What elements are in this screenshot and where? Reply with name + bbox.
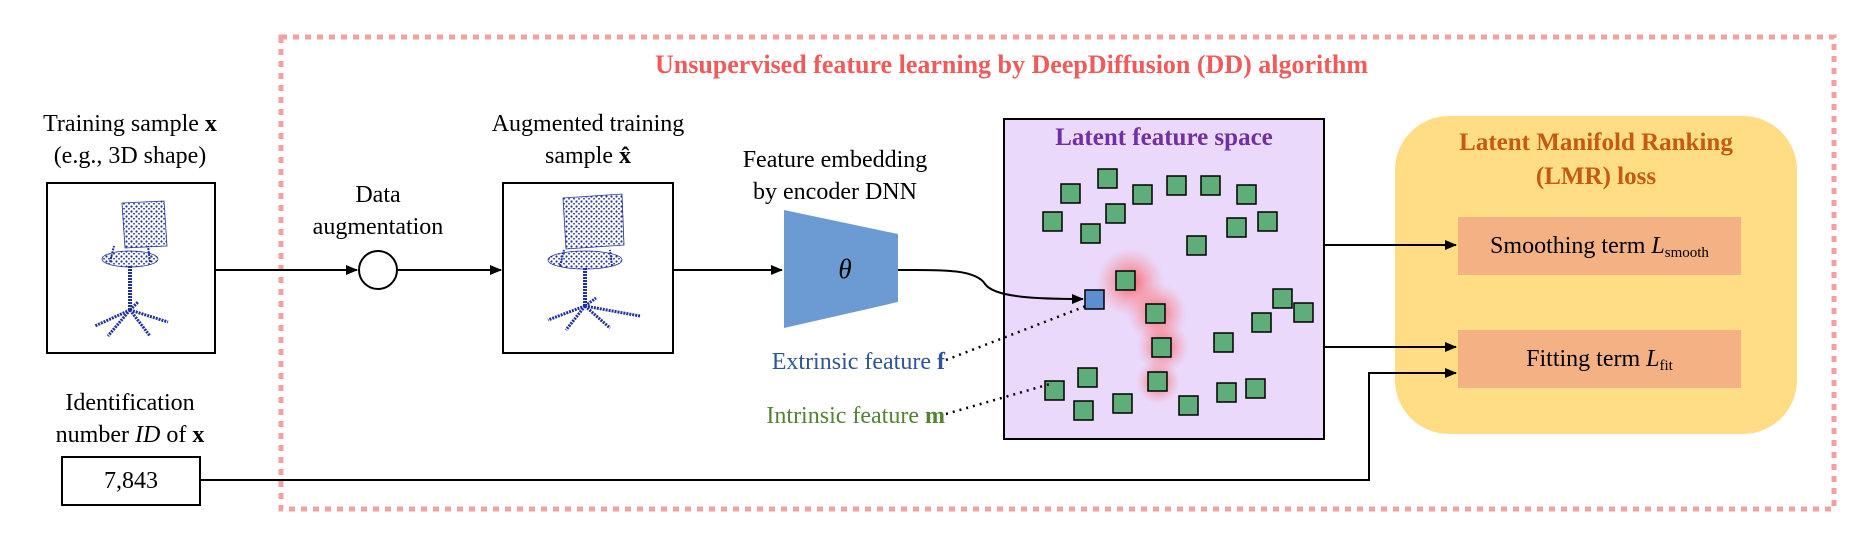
feature-square-icon bbox=[1042, 211, 1063, 232]
training-sample-text: Training sample bbox=[43, 111, 205, 137]
feature-square-icon bbox=[1060, 183, 1081, 204]
feature-square-icon bbox=[1178, 395, 1199, 416]
augmented-chair-point-cloud-icon bbox=[547, 193, 641, 331]
feature-square-icon bbox=[1115, 270, 1136, 291]
chair-point-cloud-icon bbox=[94, 200, 169, 337]
feature-square-icon bbox=[1251, 312, 1272, 333]
main-title: Unsupervised feature learning by DeepDif… bbox=[654, 50, 1369, 79]
lmr-title: Latent Manifold Ranking (LMR) loss bbox=[1395, 126, 1797, 194]
feature-square-icon bbox=[1213, 332, 1234, 353]
fitting-term-label: Fitting term Lfit bbox=[1458, 336, 1741, 389]
intrinsic-feature-squares bbox=[1042, 168, 1314, 421]
feature-square-icon bbox=[1293, 302, 1314, 323]
intrinsic-feature-var: m bbox=[925, 403, 945, 429]
feature-square-icon bbox=[1112, 393, 1133, 414]
smoothing-term-sub: smooth bbox=[1664, 245, 1709, 261]
identification-line1: Identification bbox=[65, 390, 195, 416]
feature-embedding-label: Feature embedding by encoder DNN bbox=[720, 144, 950, 208]
smoothing-term-L: L bbox=[1651, 233, 1665, 259]
lmr-title-line2: (LMR) loss bbox=[1535, 163, 1657, 190]
identification-var: x bbox=[192, 422, 205, 448]
training-sample-var: x bbox=[204, 111, 217, 137]
lmr-title-line1: Latent Manifold Ranking bbox=[1459, 129, 1733, 156]
feature-square-icon bbox=[1077, 367, 1098, 388]
feature-embedding-line2: by encoder DNN bbox=[753, 179, 917, 205]
feature-square-icon bbox=[1147, 371, 1168, 392]
smoothing-term-text: Smoothing term bbox=[1490, 233, 1652, 259]
feature-square-icon bbox=[1216, 382, 1237, 403]
feature-square-icon bbox=[1226, 217, 1247, 238]
arrow-encoder-to-latent bbox=[897, 268, 1084, 304]
data-augmentation-line1: Data bbox=[355, 182, 401, 208]
feature-embedding-line1: Feature embedding bbox=[742, 147, 928, 173]
augmentation-circle-icon bbox=[358, 250, 398, 290]
feature-square-icon bbox=[1257, 211, 1278, 232]
feature-square-icon bbox=[1245, 378, 1266, 399]
feature-square-icon bbox=[1236, 184, 1257, 205]
identification-of: of bbox=[160, 422, 193, 448]
feature-square-icon bbox=[1044, 380, 1065, 401]
encoder-trapezoid-icon bbox=[784, 210, 898, 328]
identification-id: ID bbox=[134, 422, 161, 448]
feature-square-icon bbox=[1166, 175, 1187, 196]
arrow-id-to-fitting bbox=[200, 368, 1457, 481]
identification-number-text: number bbox=[55, 422, 135, 448]
augmented-sample-var: x̂ bbox=[618, 143, 631, 169]
fitting-term-sub: fit bbox=[1659, 358, 1673, 374]
intrinsic-feature-label: Intrinsic feature m bbox=[715, 400, 945, 432]
feature-square-icon bbox=[1097, 168, 1118, 189]
augmented-sample-label: Augmented training sample x̂ bbox=[463, 108, 713, 172]
extrinsic-feature-text: Extrinsic feature bbox=[771, 349, 937, 375]
latent-space-title: Latent feature space bbox=[1055, 124, 1273, 151]
id-value: 7,843 bbox=[104, 468, 158, 494]
extrinsic-feature-var: f bbox=[937, 349, 945, 375]
augmented-sample-line1: Augmented training bbox=[491, 111, 685, 137]
fitting-term-L: L bbox=[1646, 346, 1660, 372]
feature-square-icon bbox=[1105, 203, 1126, 224]
identification-label: Identification number ID of x bbox=[20, 387, 240, 451]
smoothing-term-box bbox=[1458, 217, 1741, 275]
augmented-sample-text: sample bbox=[545, 143, 619, 169]
feature-square-icon bbox=[1080, 223, 1101, 244]
feature-square-icon bbox=[1145, 303, 1166, 324]
theta-label: θ bbox=[838, 254, 852, 284]
extrinsic-feature-label: Extrinsic feature f bbox=[715, 346, 945, 378]
feature-square-icon bbox=[1272, 288, 1293, 309]
training-sample-example: (e.g., 3D shape) bbox=[53, 143, 207, 169]
fitting-term-text: Fitting term bbox=[1526, 346, 1647, 372]
intrinsic-feature-text: Intrinsic feature bbox=[766, 403, 925, 429]
feature-square-icon bbox=[1200, 175, 1221, 196]
feature-square-icon bbox=[1186, 235, 1207, 256]
extrinsic-feature-square-icon bbox=[1084, 289, 1105, 310]
feature-square-icon bbox=[1132, 184, 1153, 205]
dd-region-border bbox=[278, 34, 1837, 512]
data-augmentation-line2: augmentation bbox=[312, 214, 444, 240]
feature-square-icon bbox=[1073, 400, 1094, 421]
training-sample-label: Training sample x (e.g., 3D shape) bbox=[10, 108, 250, 172]
fitting-term-box bbox=[1458, 330, 1741, 388]
feature-square-icon bbox=[1151, 337, 1172, 358]
smoothing-term-label: Smoothing term Lsmooth bbox=[1458, 223, 1741, 276]
data-augmentation-label: Data augmentation bbox=[298, 179, 458, 243]
